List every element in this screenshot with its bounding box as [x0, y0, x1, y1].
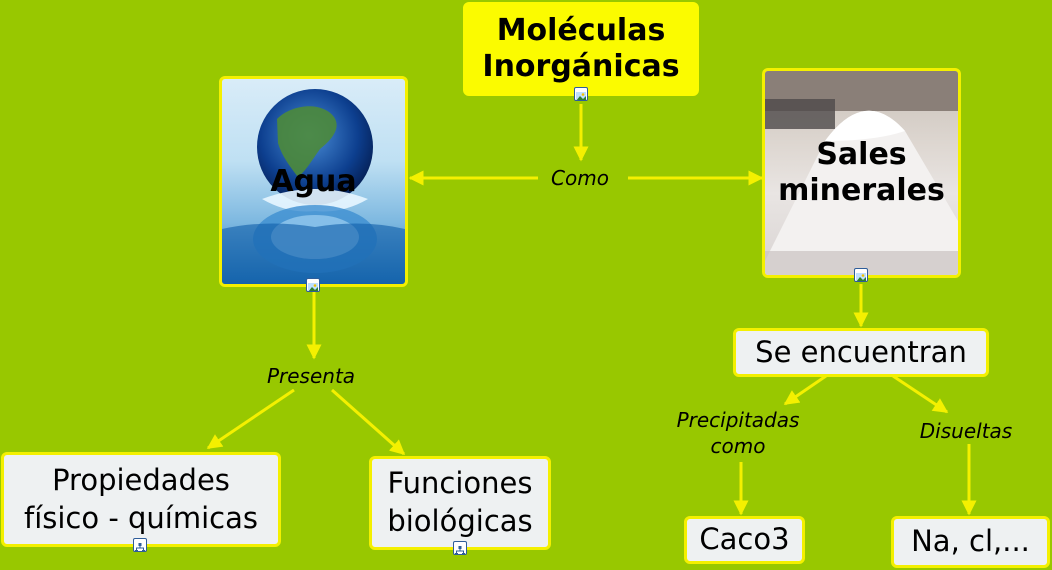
link-label-como: Como: [547, 165, 613, 191]
funciones-line-2: biológicas: [387, 504, 533, 538]
caco3-node[interactable]: Caco3: [684, 516, 805, 564]
link-label-disueltas: Disueltas: [915, 418, 1017, 444]
link-label-presenta: Presenta: [262, 363, 360, 389]
connector-se-encuentran-to-disueltas: [892, 374, 949, 414]
concept-map-icon[interactable]: [453, 541, 467, 555]
link-label-precipitadas-como: Precipitadas como: [672, 407, 804, 459]
precipitadas-line-1: Precipitadas: [676, 408, 800, 432]
connector-se-encuentran-to-precipitadas: [783, 374, 827, 406]
image-icon[interactable]: [306, 278, 320, 292]
na-cl-node[interactable]: Na, cl,...: [891, 516, 1050, 568]
title-line-1: Moléculas: [496, 13, 666, 48]
sales-minerales-image-node[interactable]: Sales minerales: [762, 68, 961, 278]
title-line-2: Inorgánicas: [482, 49, 680, 84]
propiedades-node[interactable]: Propiedades físico - químicas: [1, 452, 281, 547]
concept-title-node[interactable]: Moléculas Inorgánicas: [463, 2, 699, 96]
funciones-node[interactable]: Funciones biológicas: [369, 456, 551, 550]
sales-label-line-2: minerales: [778, 173, 945, 208]
funciones-line-1: Funciones: [387, 466, 533, 501]
connector-presenta-to-funciones: [331, 388, 406, 456]
sales-label-line-1: Sales: [816, 137, 907, 172]
image-icon[interactable]: [574, 87, 588, 101]
earth-water-splash-image: [222, 89, 405, 284]
agua-label: Agua: [270, 163, 357, 199]
na-cl-label: Na, cl,...: [911, 524, 1030, 559]
concept-map-icon[interactable]: [133, 538, 147, 552]
se-encuentran-node[interactable]: Se encuentran: [733, 328, 989, 377]
image-icon[interactable]: [854, 268, 868, 282]
propiedades-line-2: físico - químicas: [24, 500, 258, 535]
propiedades-line-1: Propiedades: [52, 462, 230, 497]
se-encuentran-label: Se encuentran: [755, 334, 967, 369]
precipitadas-line-2: como: [710, 434, 766, 458]
connector-presenta-to-propiedades: [206, 388, 295, 450]
caco3-label: Caco3: [699, 522, 790, 557]
agua-image-node[interactable]: Agua: [219, 76, 408, 287]
salt-pile-image: [765, 71, 958, 275]
